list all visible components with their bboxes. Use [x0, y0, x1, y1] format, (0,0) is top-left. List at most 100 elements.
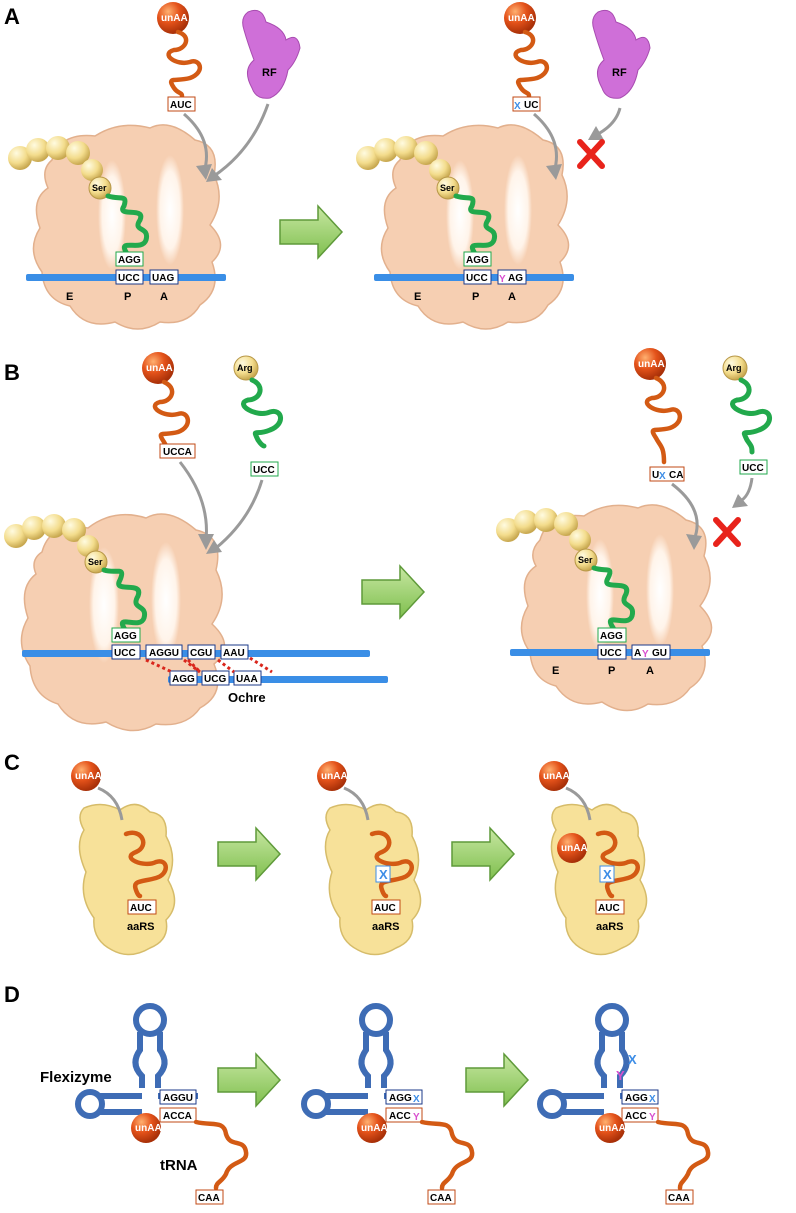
x-mark-badge: X — [375, 865, 391, 883]
anticodon-box: AUC — [127, 899, 157, 915]
trna-3prime-seq: ACCA — [159, 1107, 197, 1123]
svg-text:AGGU: AGGU — [149, 648, 179, 659]
process-arrow — [451, 826, 516, 882]
codon-a-box: A Y GU — [631, 644, 671, 660]
trna-orange — [123, 830, 168, 899]
svg-text:unAA: unAA — [599, 1123, 626, 1134]
y-mark: Y — [649, 1112, 656, 1123]
stop-codon-box: UAA — [233, 670, 262, 686]
unaa-ball: unAA — [131, 1113, 162, 1143]
svg-text:unAA: unAA — [146, 363, 173, 374]
ribosome-cavity — [156, 155, 184, 265]
binding-arrowhead — [588, 126, 604, 140]
svg-text:UCC: UCC — [466, 273, 488, 284]
binding-arrowhead — [206, 168, 222, 182]
svg-text:UCC: UCC — [742, 463, 764, 474]
p-site-anticodon-box: AGG — [115, 251, 144, 267]
aars-label: aaRS — [127, 921, 155, 933]
panel-a-right: Ser AGG UCC Y AG E P A unAA X UC — [356, 2, 651, 330]
unaa-ball: unAA — [357, 1113, 388, 1143]
trna-orange — [513, 29, 549, 99]
y-mark: Y — [499, 274, 506, 285]
serine-residue: Ser — [574, 548, 598, 572]
ochre-label: Ochre — [228, 690, 266, 705]
panel-d-step-3: X Y AGG X ACC Y unAA CAA — [537, 1003, 711, 1205]
peptide-chain — [8, 136, 103, 181]
peptide-chain — [4, 514, 99, 557]
ribosome — [520, 504, 713, 712]
y-mark: Y — [413, 1112, 420, 1123]
ribosome-cavity — [646, 534, 674, 646]
arg-anticodon-box: UCC — [739, 459, 768, 475]
binding-arrowhead — [206, 540, 222, 554]
p-site-anticodon-box: AGG — [597, 627, 627, 643]
svg-text:U: U — [652, 470, 659, 481]
svg-text:unAA: unAA — [361, 1123, 388, 1134]
process-arrow — [217, 1052, 282, 1108]
block-cross-icon — [713, 517, 741, 547]
svg-text:unAA: unAA — [75, 771, 102, 782]
svg-text:A: A — [634, 648, 641, 659]
svg-text:Ser: Ser — [88, 557, 103, 567]
site-label-p: P — [608, 665, 615, 677]
panel-c-step-3: unAA unAA X AUC aaRS — [539, 761, 648, 956]
svg-text:CAA: CAA — [198, 1193, 220, 1204]
svg-text:Ser: Ser — [578, 555, 593, 565]
svg-text:Arg: Arg — [726, 363, 742, 373]
panel-c-step-2: unAA X AUC aaRS — [317, 761, 422, 956]
svg-text:CAA: CAA — [430, 1193, 452, 1204]
svg-text:RF: RF — [612, 67, 627, 79]
x-mark: X — [514, 101, 521, 112]
svg-text:GU: GU — [652, 648, 667, 659]
svg-text:CGU: CGU — [190, 648, 212, 659]
svg-text:CAA: CAA — [668, 1193, 690, 1204]
site-label-e: E — [66, 291, 73, 303]
codon-box: CGU — [187, 644, 216, 660]
site-label-p: P — [472, 291, 479, 303]
aars-label: aaRS — [596, 921, 624, 933]
panel-d-step-1: AGGU ACCA unAA CAA — [75, 1003, 249, 1205]
site-label-e: E — [414, 291, 421, 303]
process-arrow — [279, 204, 344, 260]
svg-text:Ser: Ser — [440, 183, 455, 193]
aars-enzyme — [78, 803, 176, 956]
svg-text:Ser: Ser — [92, 183, 107, 193]
frameshift-dotted-lines — [145, 656, 273, 674]
panel-c-step-1: unAA AUC aaRS — [71, 761, 176, 956]
process-arrow — [465, 1052, 530, 1108]
svg-text:UCC: UCC — [118, 273, 140, 284]
binding-arrowhead — [546, 164, 562, 180]
site-label-a: A — [160, 291, 168, 303]
trna-green — [730, 377, 772, 455]
codon-box: AAU — [220, 644, 249, 660]
codon-p-box: UCC — [597, 644, 627, 660]
svg-text:AGGU: AGGU — [163, 1093, 193, 1104]
unaa-ball: unAA — [71, 761, 102, 791]
binding-arrowhead — [732, 494, 748, 508]
svg-text:UCC: UCC — [114, 648, 136, 659]
svg-text:unAA: unAA — [543, 771, 570, 782]
svg-text:X: X — [379, 867, 388, 882]
y-mark: Y — [642, 649, 649, 660]
codon-p-box: UCC — [463, 269, 492, 285]
mrna-strand-shifted — [168, 676, 388, 683]
flexizyme-binding-seq: AGG X — [621, 1089, 659, 1105]
binding-arrowhead — [198, 534, 214, 550]
peptide-chain — [496, 508, 591, 551]
ribosome-cavity — [151, 542, 181, 658]
binding-arrow — [671, 482, 699, 541]
svg-text:unAA: unAA — [135, 1123, 162, 1134]
unaa-ball: unAA — [595, 1113, 626, 1143]
svg-text:Arg: Arg — [237, 363, 253, 373]
x-mark-badge: X — [599, 865, 615, 883]
svg-text:unAA: unAA — [638, 359, 665, 370]
svg-text:AUC: AUC — [170, 100, 192, 111]
peptide-chain — [356, 136, 451, 181]
release-factor: RF — [592, 9, 651, 99]
trna-orange — [644, 375, 682, 465]
x-mark: X — [659, 471, 666, 482]
arg-anticodon-box: UCC — [250, 461, 279, 477]
svg-text:unAA: unAA — [321, 771, 348, 782]
panel-b-right: Ser AGG UCC A Y GU E P A unAA U X CA — [496, 348, 772, 712]
